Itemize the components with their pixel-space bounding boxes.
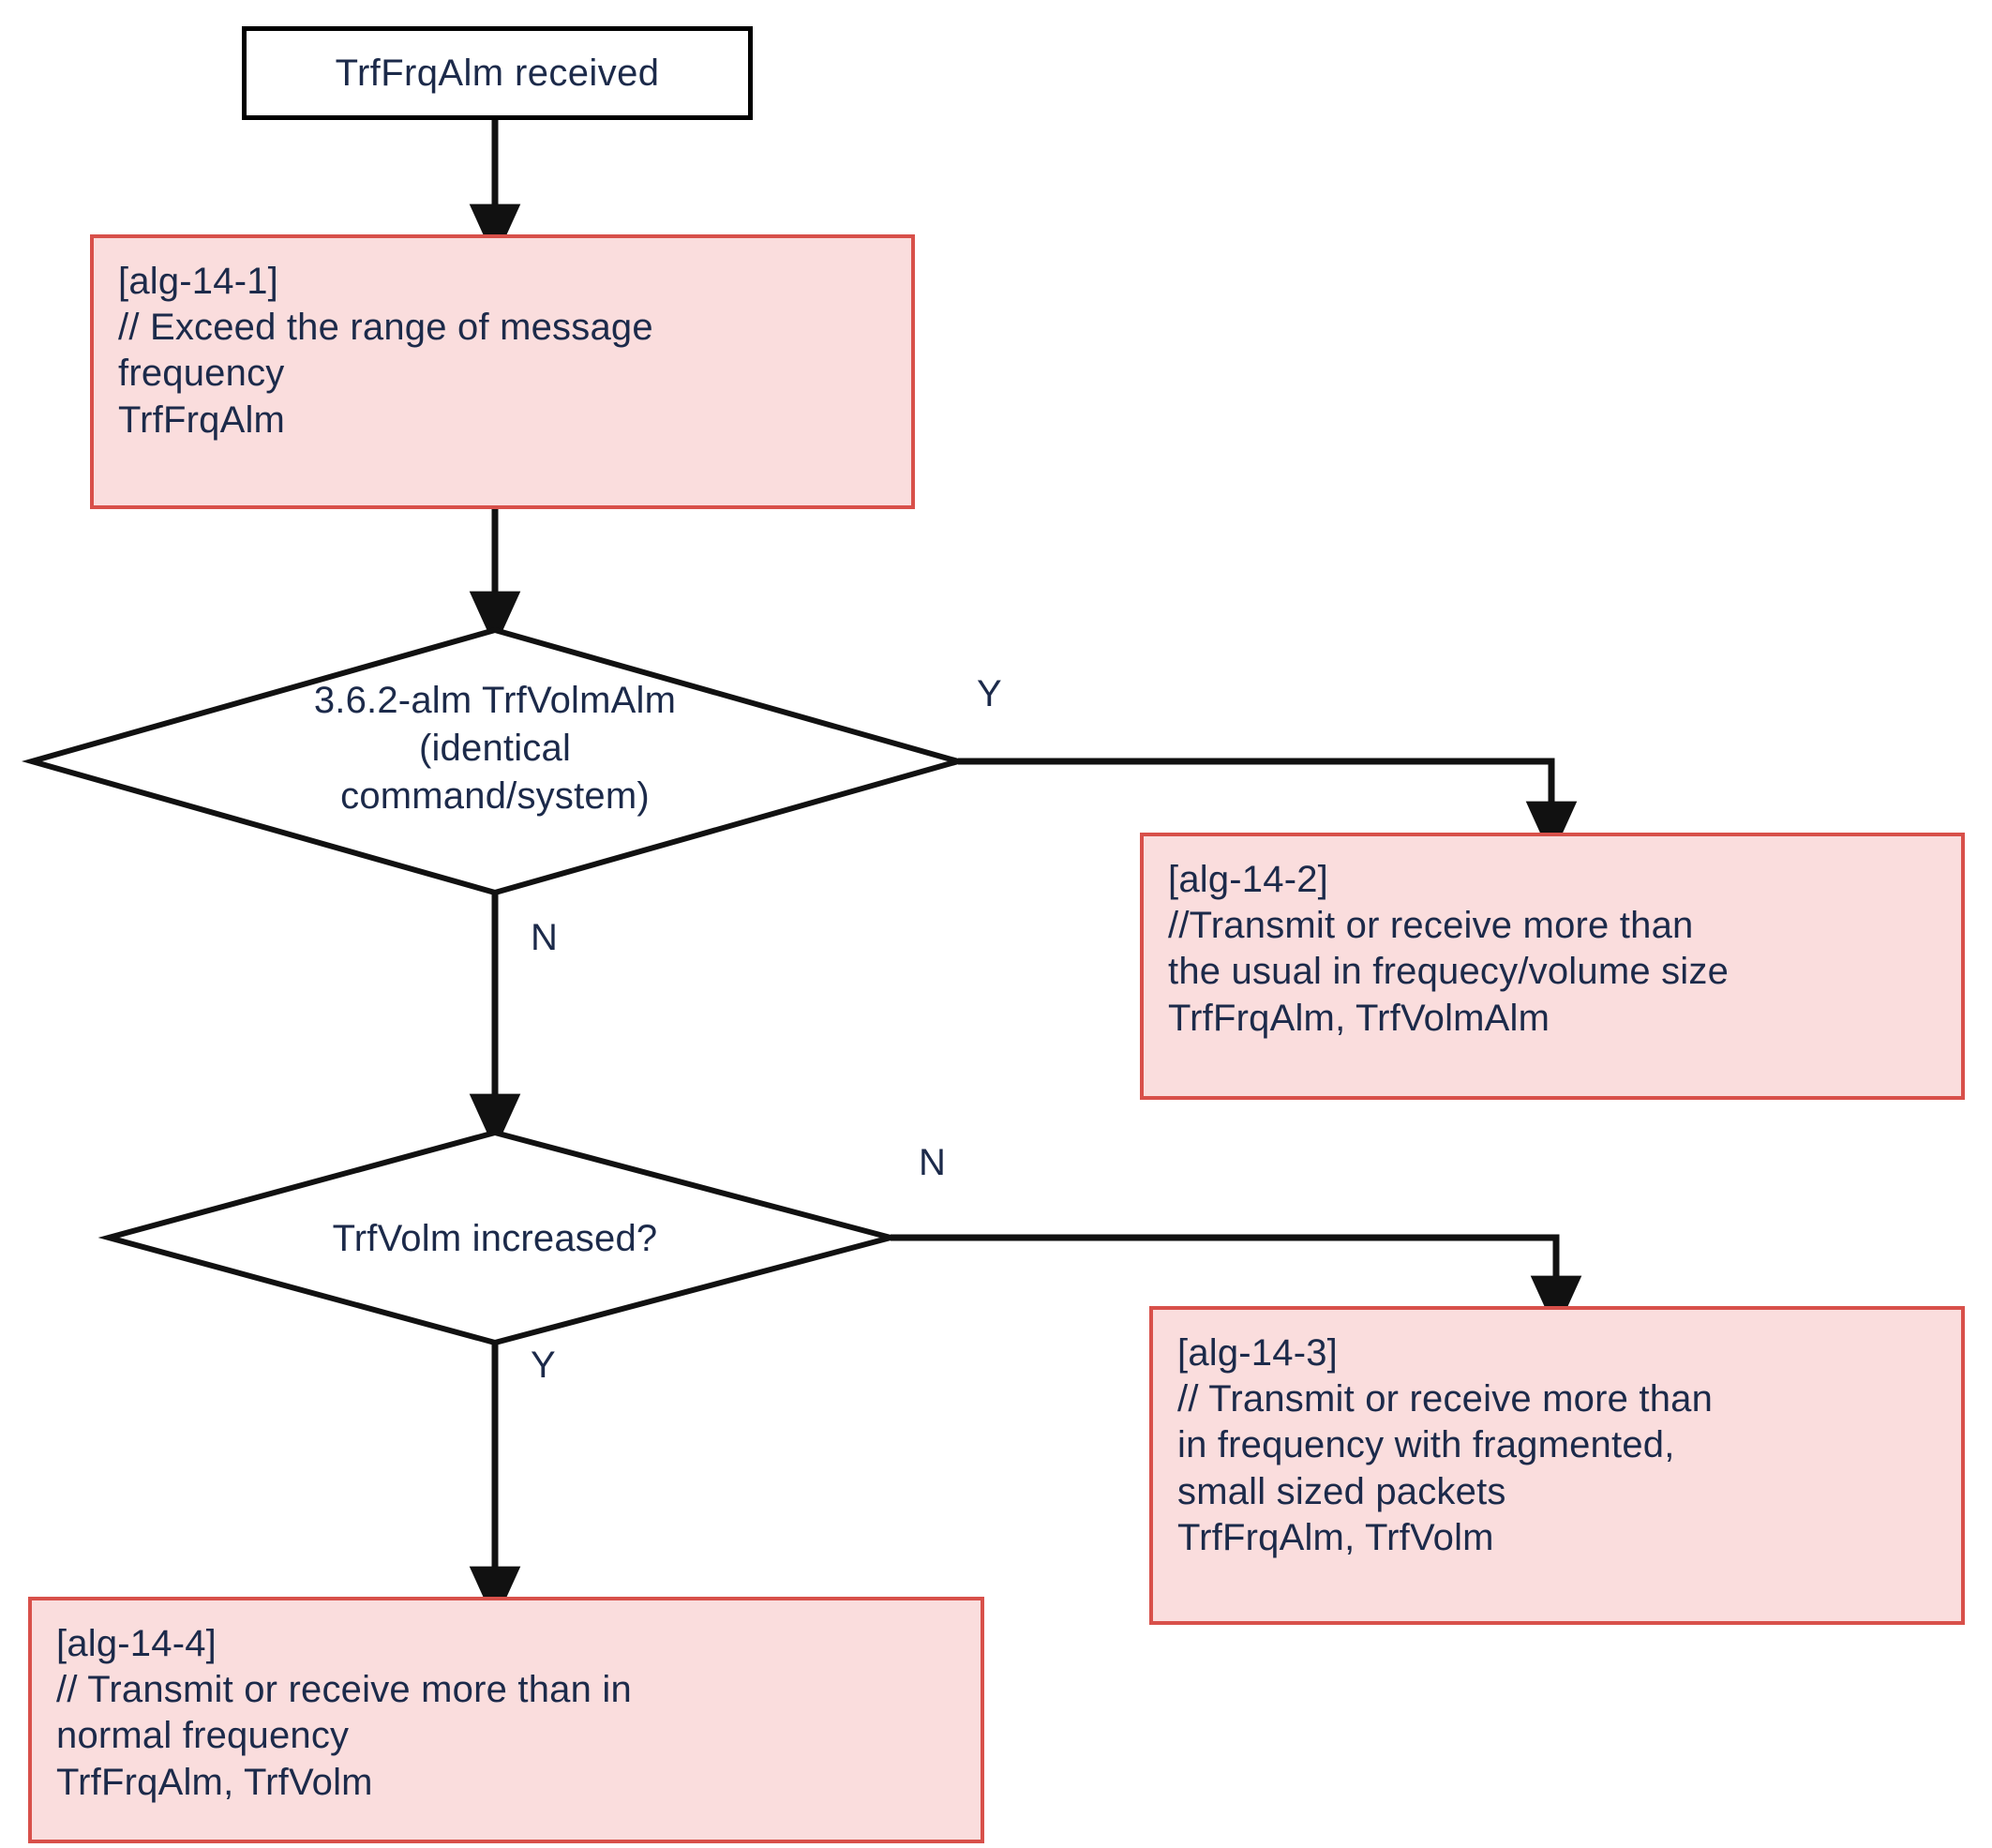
- edge-decision2-no-to-alg3: [891, 1234, 1582, 1332]
- edge-decision1-yes-to-alg2: [958, 758, 1578, 858]
- edge-label-decision1-no: N: [531, 917, 559, 958]
- node-decision-1-label: 3.6.2-alm TrfVolmAlm (identical command/…: [313, 680, 677, 818]
- node-alg-14-4-text: [alg-14-4] // Transmit or receive more t…: [56, 1623, 632, 1803]
- node-start[interactable]: TrfFrqAlm received: [242, 26, 753, 120]
- node-alg-14-2[interactable]: [alg-14-2] //Transmit or receive more th…: [1140, 833, 1965, 1100]
- node-alg-14-2-text: [alg-14-2] //Transmit or receive more th…: [1168, 859, 1730, 1039]
- node-alg-14-1-text: [alg-14-1] // Exceed the range of messag…: [118, 261, 653, 441]
- node-alg-14-1[interactable]: [alg-14-1] // Exceed the range of messag…: [90, 234, 915, 509]
- node-alg-14-4[interactable]: [alg-14-4] // Transmit or receive more t…: [28, 1597, 984, 1843]
- node-start-label: TrfFrqAlm received: [335, 52, 660, 94]
- node-decision-2-label: TrfVolm increased?: [332, 1218, 658, 1259]
- edge-label-decision2-no: N: [919, 1142, 947, 1183]
- edge-label-decision1-yes: Y: [977, 673, 1002, 714]
- node-alg-14-3-text: [alg-14-3] // Transmit or receive more t…: [1177, 1332, 1714, 1558]
- node-alg-14-3[interactable]: [alg-14-3] // Transmit or receive more t…: [1149, 1306, 1965, 1625]
- edge-label-decision2-yes: Y: [531, 1345, 556, 1386]
